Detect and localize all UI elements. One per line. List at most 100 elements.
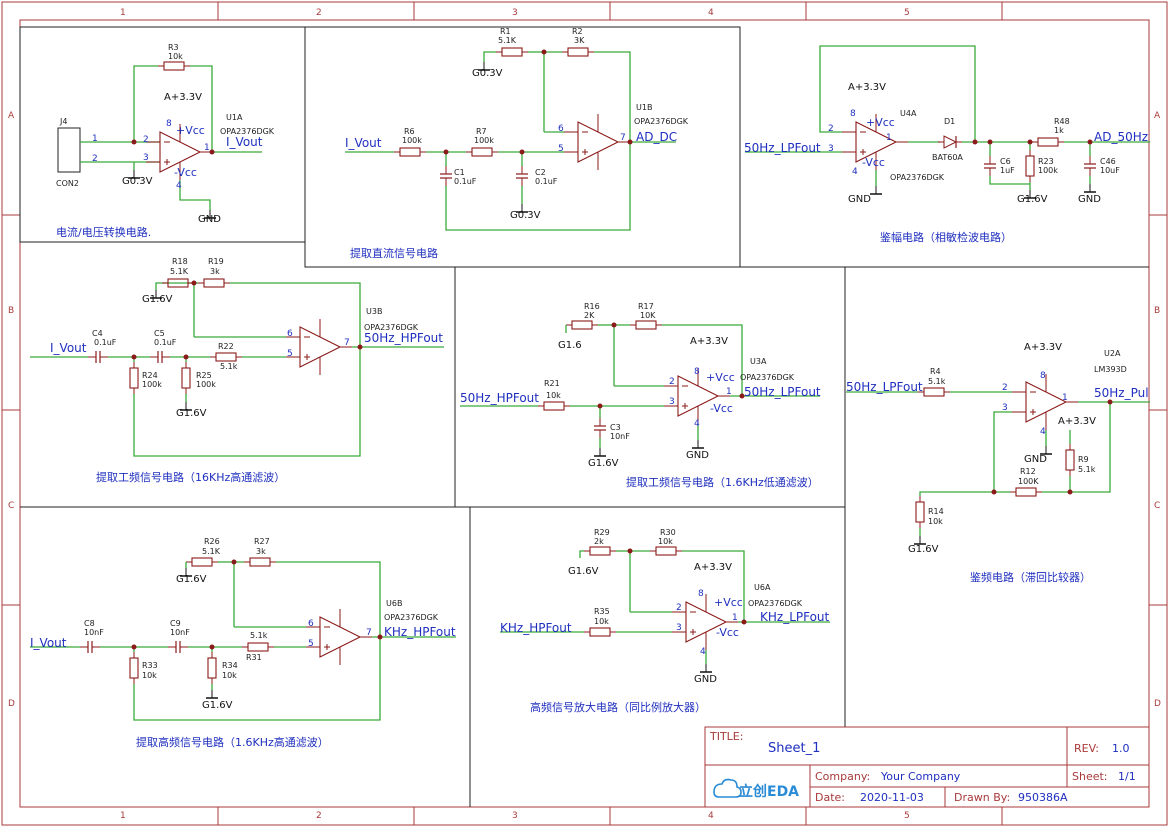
r30-value: 10k <box>658 537 673 546</box>
r24-resistor <box>129 361 139 395</box>
sheet-value: 1/1 <box>1118 770 1136 783</box>
r48-resistor <box>1031 137 1065 147</box>
c2-capacitor <box>515 165 529 187</box>
d1-value: BAT60A <box>932 153 963 162</box>
col-2-bottom: 2 <box>316 811 322 821</box>
block-hp16: I_Vout C4 0.1uF C5 0.1uF R22 5.1k R24 10… <box>30 257 444 484</box>
u1a-supply: A+3.3V <box>164 92 202 103</box>
r34-ref: R34 <box>222 661 238 670</box>
u3b-ref: U3B <box>366 307 382 316</box>
c5-value: 0.1uF <box>154 338 177 347</box>
date-value: 2020-11-03 <box>860 791 924 804</box>
r24-ref: R24 <box>142 371 158 380</box>
u6a-pin4: 4 <box>700 647 706 657</box>
block-amplitude-detection: 50Hz_LPFout 2 3 1 8 4 +Vcc -Vcc A+3.3V U… <box>744 45 1150 244</box>
u1b-pin5: 5 <box>558 144 564 154</box>
u3b-pin7: 7 <box>344 338 350 348</box>
c3-ref: C3 <box>610 423 621 432</box>
u1a-ground-ref: G0.3V <box>122 176 153 187</box>
net-50hz-pul: 50Hz_Pul <box>1094 386 1149 400</box>
u2a-pin3: 3 <box>1002 403 1008 413</box>
u6a-ref: U6A <box>754 583 771 592</box>
d1-diode <box>938 135 962 149</box>
u3a-pin2: 2 <box>669 377 675 387</box>
hp16-ground-bottom: G1.6V <box>176 408 207 419</box>
r48-ref: R48 <box>1054 117 1070 126</box>
r30-resistor <box>649 546 683 556</box>
company-value: Your Company <box>880 770 961 783</box>
col-1-top: 1 <box>120 8 126 18</box>
r2-value: 3K <box>574 36 585 45</box>
u1a-ref: U1A <box>226 113 243 122</box>
u3a-nvcc: -Vcc <box>710 402 733 415</box>
r26-ref: R26 <box>204 537 220 546</box>
c6-ref: C6 <box>1000 157 1011 166</box>
r19-ref: R19 <box>208 257 224 266</box>
r27-ref: R27 <box>254 537 270 546</box>
r9-ref: R9 <box>1078 455 1089 464</box>
r29-resistor <box>583 546 617 556</box>
u3a-pvcc: +Vcc <box>706 371 735 384</box>
r27-value: 3k <box>256 547 266 556</box>
r2-resistor <box>561 47 595 57</box>
u4a-pvcc: +Vcc <box>866 116 895 129</box>
j4-value: CON2 <box>56 179 79 188</box>
r6-ref: R6 <box>404 127 415 136</box>
net-ad-dc: AD_DC <box>636 130 677 144</box>
c4-value: 0.1uF <box>94 338 117 347</box>
c4-ref: C4 <box>92 329 103 338</box>
r18-value: 5.1K <box>170 267 189 276</box>
c1-capacitor <box>439 165 453 187</box>
c46-gnd: GND <box>1078 194 1101 205</box>
j4-ref: J4 <box>59 117 67 126</box>
u3b-pin6: 6 <box>287 329 293 339</box>
r24-value: 100k <box>142 380 162 389</box>
hp1k6-ground-top: G1.6V <box>176 574 207 585</box>
u4a-gnd: GND <box>848 194 871 205</box>
c2-ref: C2 <box>535 168 546 177</box>
u3b-value: OPA2376DGK <box>364 323 419 332</box>
r12-resistor <box>1009 487 1043 497</box>
u2a-gnd: GND <box>1024 454 1047 465</box>
r23-resistor <box>1025 149 1035 183</box>
r48-value: 1k <box>1054 126 1064 135</box>
u1a-value: OPA2376DGK <box>220 127 275 136</box>
block-freq-title: 鉴频电路（滞回比较器） <box>970 570 1091 584</box>
u3a-pin4: 4 <box>694 419 700 429</box>
u3a-value: OPA2376DGK <box>740 373 795 382</box>
u2a-pin8: 8 <box>1040 371 1046 381</box>
hp16-ground-top: G1.6V <box>142 294 173 305</box>
r23-ref: R23 <box>1038 157 1054 166</box>
r3-resistor <box>157 61 191 71</box>
net-50hz-hpfout-in: 50Hz_HPFout <box>460 391 539 405</box>
row-c-left: C <box>8 501 14 511</box>
d1-ref: D1 <box>944 117 955 126</box>
sheet-title: Sheet_1 <box>768 741 820 756</box>
col-4-bottom: 4 <box>708 811 714 821</box>
r9-value: 5.1k <box>1078 465 1096 474</box>
r6-resistor <box>393 147 427 157</box>
u1b-value: OPA2376DGK <box>634 117 689 126</box>
c46-value: 10uF <box>1100 166 1120 175</box>
c5-capacitor <box>149 350 171 364</box>
c5-ref: C5 <box>154 329 165 338</box>
j4-pin2: 2 <box>92 154 98 164</box>
u4a-pin4: 4 <box>852 167 858 177</box>
u3a-pin1: 1 <box>726 387 732 397</box>
r19-value: 3k <box>210 267 220 276</box>
r6-value: 100k <box>402 136 422 145</box>
u6a-pin3: 3 <box>676 623 682 633</box>
u3a-gnd: GND <box>686 450 709 461</box>
drawn-by-value: 950386A <box>1018 791 1068 804</box>
u1b-pin6: 6 <box>558 124 564 134</box>
u4a-pin1: 1 <box>886 133 892 143</box>
block-hp16-title: 提取工频信号电路（16KHz高通滤波） <box>96 470 285 484</box>
u3a-pin3: 3 <box>669 397 675 407</box>
r34-resistor <box>207 651 217 685</box>
dc-ground-bottom: G0.3V <box>510 210 541 221</box>
u4a-value: OPA2376DGK <box>890 173 945 182</box>
u1b-ref: U1B <box>636 103 652 112</box>
r4-resistor <box>917 387 951 397</box>
r1-value: 5.1K <box>498 36 517 45</box>
